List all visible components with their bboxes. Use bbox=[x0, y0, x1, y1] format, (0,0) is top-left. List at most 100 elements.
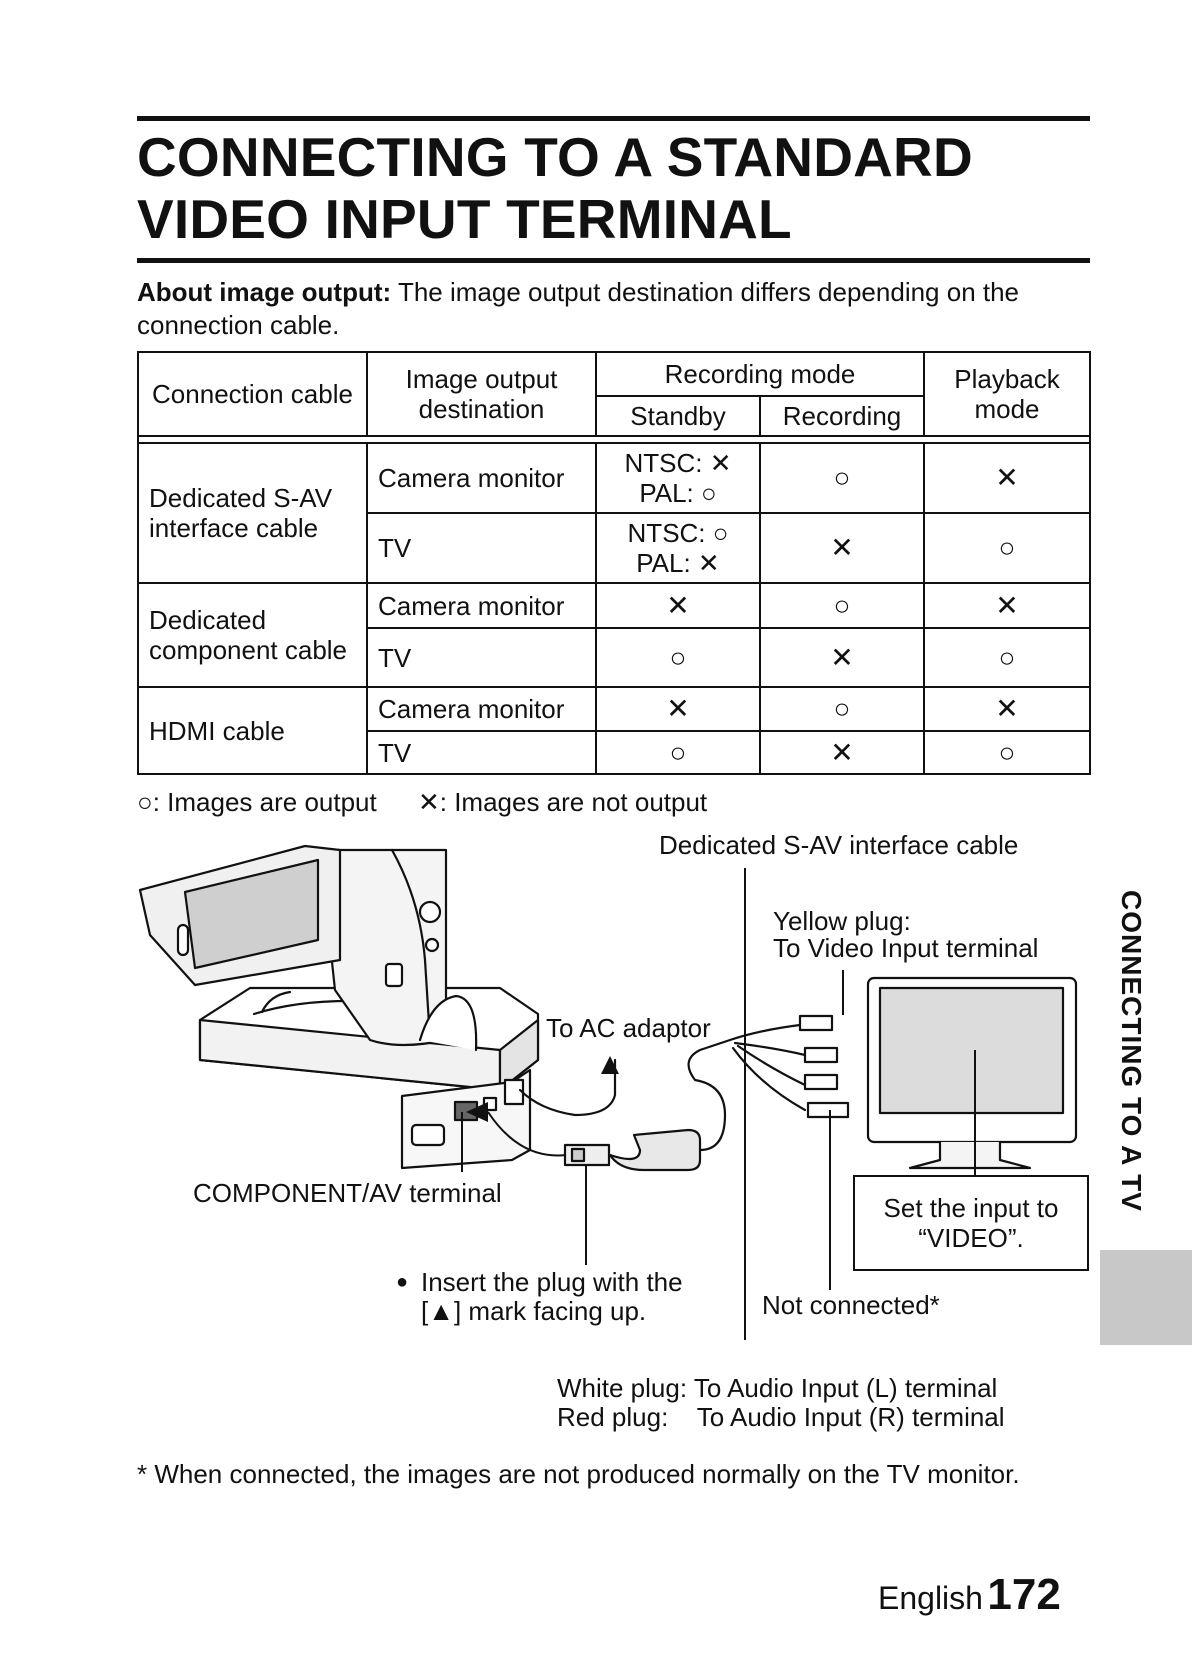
cell-destination: Camera monitor bbox=[366, 582, 597, 629]
cell-playback: ✕ bbox=[923, 582, 1091, 629]
label-ac-adaptor: To AC adaptor bbox=[546, 1013, 711, 1043]
side-tab-marker bbox=[1100, 1250, 1192, 1345]
side-tab-label: CONNECTING TO A TV bbox=[1113, 890, 1147, 1245]
cell-playback: ○ bbox=[923, 512, 1091, 584]
footnote: * When connected, the images are not pro… bbox=[137, 1459, 1020, 1489]
cell-destination: Camera monitor bbox=[366, 686, 597, 732]
cell-standby: NTSC: ✕PAL: ○ bbox=[595, 442, 761, 514]
label-insert-plug-2: [▲] mark facing up. bbox=[421, 1296, 647, 1326]
page-footer: English 172 bbox=[878, 1570, 1061, 1620]
title-underline bbox=[137, 258, 1090, 263]
intro-text: The image output destination differs dep… bbox=[137, 277, 1020, 340]
header-recording: Recording bbox=[759, 395, 925, 437]
label-yellow-plug-1: Yellow plug: bbox=[773, 906, 911, 936]
cell-standby: ✕ bbox=[595, 582, 761, 629]
cell-recording: ○ bbox=[759, 442, 925, 514]
header-image-output-destination: Image output destination bbox=[366, 351, 597, 437]
label-insert-plug-1: Insert the plug with the bbox=[421, 1267, 683, 1297]
page-title-line-2: VIDEO INPUT TERMINAL bbox=[137, 188, 792, 250]
set-input-box: Set the input to “VIDEO”. bbox=[853, 1175, 1089, 1271]
av-cable bbox=[563, 1014, 850, 1172]
side-tab-text: CONNECTING TO A TV bbox=[1116, 890, 1147, 1212]
camera-illustration bbox=[138, 844, 478, 1052]
status-symbol: ✕ bbox=[830, 736, 854, 768]
status-symbol: ○ bbox=[669, 641, 687, 673]
symbol-legend: ○: Images are output ✕: Images are not o… bbox=[137, 786, 741, 818]
cell-standby: ✕ bbox=[595, 686, 761, 732]
status-symbol: ○ bbox=[833, 693, 851, 724]
cell-destination: TV bbox=[366, 627, 597, 688]
cell-cable: Dedicated S-AV interface cable bbox=[137, 442, 368, 584]
header-playback-mode: Playback mode bbox=[923, 351, 1091, 437]
intro-paragraph: About image output: The image output des… bbox=[137, 276, 1092, 342]
header-separator bbox=[137, 435, 1091, 444]
standby-pal: PAL: ✕ bbox=[636, 548, 720, 578]
footer-language: English bbox=[878, 1580, 983, 1616]
cell-playback: ✕ bbox=[923, 686, 1091, 732]
table-row: TV ○ ✕ ○ bbox=[138, 627, 1091, 688]
page-title: CONNECTING TO A STANDARD VIDEO INPUT TER… bbox=[137, 126, 1097, 250]
label-component-av-terminal: COMPONENT/AV terminal bbox=[193, 1178, 502, 1208]
ac-adaptor-cable bbox=[518, 1058, 617, 1117]
cell-cable: Dedicated component cable bbox=[137, 582, 368, 688]
standby-ntsc: NTSC: ○ bbox=[627, 518, 729, 548]
legend-output: ○: Images are output bbox=[137, 787, 377, 817]
status-symbol: ○ bbox=[833, 462, 851, 493]
status-symbol: ○ bbox=[998, 736, 1016, 768]
cell-cable: HDMI cable bbox=[137, 686, 368, 775]
cell-standby: ○ bbox=[595, 730, 761, 775]
cell-recording: ○ bbox=[759, 686, 925, 732]
status-symbol: ○ bbox=[669, 736, 687, 768]
page-title-line-1: CONNECTING TO A STANDARD bbox=[137, 126, 973, 188]
status-symbol: ○ bbox=[998, 532, 1016, 563]
intro-bold: About image output: bbox=[137, 277, 392, 307]
status-symbol: ✕ bbox=[995, 589, 1019, 621]
status-symbol: ✕ bbox=[995, 462, 1019, 493]
label-not-connected: Not connected* bbox=[762, 1290, 940, 1320]
table-row: TV ○ ✕ ○ bbox=[138, 730, 1091, 775]
table-row: TV NTSC: ○PAL: ✕ ✕ ○ bbox=[138, 512, 1091, 584]
set-input-line-1: Set the input to bbox=[883, 1193, 1059, 1223]
table-row: Dedicated S-AV interface cable Camera mo… bbox=[137, 442, 1091, 584]
header-recording-mode: Recording mode bbox=[595, 351, 925, 397]
tv-illustration bbox=[866, 976, 1078, 1170]
cell-destination: Camera monitor bbox=[366, 442, 597, 514]
status-symbol: ○ bbox=[998, 641, 1016, 673]
label-red-plug: Red plug: To Audio Input (R) terminal bbox=[557, 1402, 1005, 1432]
cell-recording: ○ bbox=[759, 582, 925, 629]
image-output-table: Connection cable Image output destinatio… bbox=[137, 351, 1091, 775]
cell-playback: ○ bbox=[923, 730, 1091, 775]
cell-recording: ✕ bbox=[759, 730, 925, 775]
status-symbol: ✕ bbox=[666, 693, 690, 724]
bullet: ● bbox=[396, 1271, 409, 1293]
standby-pal: PAL: ○ bbox=[639, 478, 717, 508]
table-row: HDMI cable Camera monitor ✕ ○ ✕ bbox=[137, 686, 1091, 775]
standby-ntsc: NTSC: ✕ bbox=[624, 448, 732, 478]
cell-standby: NTSC: ○PAL: ✕ bbox=[595, 512, 761, 584]
header-standby: Standby bbox=[595, 395, 761, 437]
set-input-line-2: “VIDEO”. bbox=[918, 1223, 1024, 1253]
status-symbol: ✕ bbox=[830, 532, 854, 563]
cell-recording: ✕ bbox=[759, 512, 925, 584]
cell-standby: ○ bbox=[595, 627, 761, 688]
top-rule bbox=[137, 116, 1090, 121]
label-white-plug: White plug: To Audio Input (L) terminal bbox=[557, 1373, 998, 1403]
cell-recording: ✕ bbox=[759, 627, 925, 688]
cell-destination: TV bbox=[366, 512, 597, 584]
status-symbol: ✕ bbox=[995, 693, 1019, 724]
status-symbol: ✕ bbox=[830, 641, 854, 673]
page-number: 172 bbox=[987, 1570, 1061, 1619]
status-symbol: ✕ bbox=[666, 589, 690, 621]
cell-playback: ○ bbox=[923, 627, 1091, 688]
status-symbol: ○ bbox=[833, 589, 851, 621]
label-s-av-cable: Dedicated S-AV interface cable bbox=[659, 830, 1019, 860]
cell-playback: ✕ bbox=[923, 442, 1091, 514]
header-connection-cable: Connection cable bbox=[137, 351, 368, 437]
leader-lines bbox=[461, 868, 976, 1340]
cell-destination: TV bbox=[366, 730, 597, 775]
label-yellow-plug-2: To Video Input terminal bbox=[773, 933, 1039, 963]
table-row: Dedicated component cable Camera monitor… bbox=[137, 582, 1091, 688]
legend-not-output: ✕: Images are not output bbox=[417, 787, 708, 817]
